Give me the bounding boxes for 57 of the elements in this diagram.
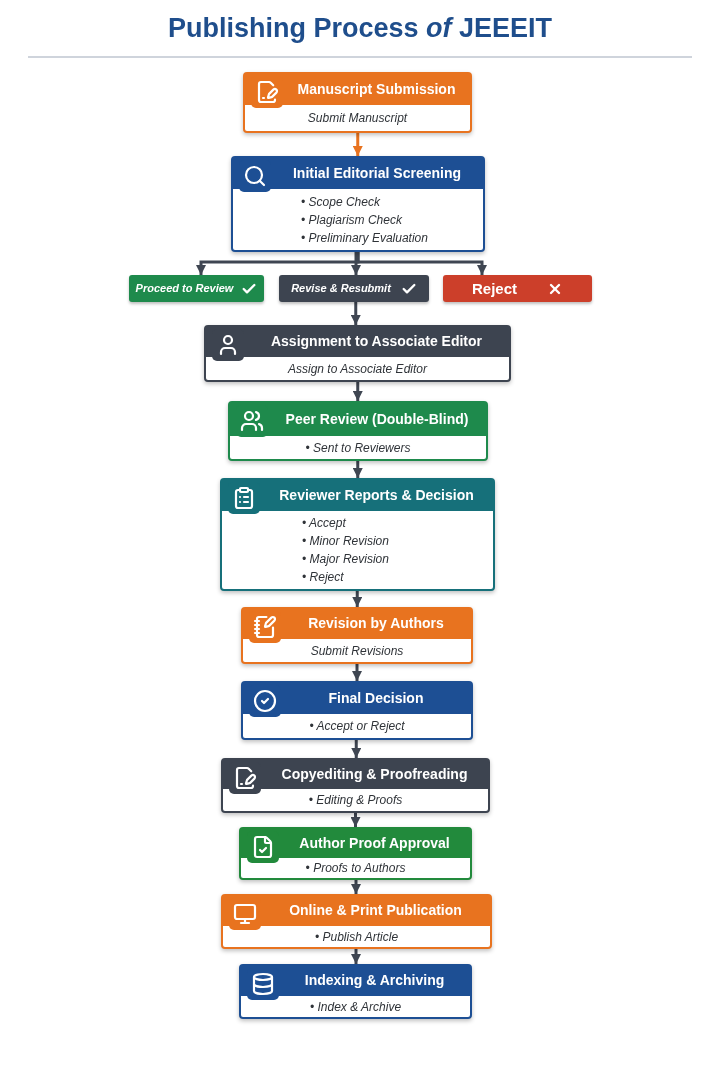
step-title: Online & Print Publication xyxy=(289,902,462,920)
process-box xyxy=(239,827,472,880)
process-box xyxy=(231,156,485,252)
body-text: • Index & Archive xyxy=(309,998,402,1016)
process-box xyxy=(220,478,495,591)
outcome-box xyxy=(129,275,264,302)
body-text: • Proofs to Authors xyxy=(305,860,406,877)
arrow xyxy=(352,664,362,681)
body-text: Submit Manuscript xyxy=(307,110,408,127)
step-title: Indexing & Archiving xyxy=(304,972,445,990)
step-title: Manuscript Submission xyxy=(297,80,456,99)
step-title: Final Decision xyxy=(328,689,424,708)
body-text: • Minor Revision xyxy=(302,533,389,550)
arrow xyxy=(351,949,361,964)
step-title: Assignment to Associate Editor xyxy=(270,333,483,351)
body-text: • Plagiarism Check xyxy=(301,211,402,229)
outcome-label: Reject xyxy=(472,281,517,296)
body-text: • Preliminary Evaluation xyxy=(301,229,428,247)
step-title: Revision by Authors xyxy=(308,615,444,633)
process-box xyxy=(228,401,488,461)
body-text: Assign to Associate Editor xyxy=(288,360,427,378)
step-title: Peer Review (Double-Blind) xyxy=(285,410,469,429)
body-text: • Editing & Proofs xyxy=(308,792,403,809)
process-box xyxy=(243,72,472,133)
arrow xyxy=(352,461,363,478)
body-text: • Accept or Reject xyxy=(309,718,405,735)
process-box xyxy=(239,964,472,1019)
body-text: • Publish Article xyxy=(314,928,399,946)
process-box xyxy=(221,758,490,813)
body-text: • Major Revision xyxy=(302,551,389,568)
arrow xyxy=(352,591,363,607)
outcome-label: Proceed to Review xyxy=(135,283,234,294)
outcome-box xyxy=(443,275,592,302)
arrow xyxy=(351,880,361,894)
arrow xyxy=(351,740,362,758)
process-box xyxy=(241,607,473,664)
arrow xyxy=(350,813,361,827)
body-text: • Accept xyxy=(302,515,346,532)
arrow xyxy=(352,133,363,156)
process-box xyxy=(221,894,492,949)
arrow xyxy=(351,252,361,275)
process-box xyxy=(241,681,473,740)
body-text: • Sent to Reviewers xyxy=(305,439,411,457)
body-text: • Scope Check xyxy=(301,193,380,211)
arrow xyxy=(352,382,363,401)
step-title: Author Proof Approval xyxy=(299,834,450,853)
body-text: • Reject xyxy=(302,569,344,586)
arrow xyxy=(356,252,487,275)
outcome-label: Revise & Resubmit xyxy=(291,283,391,294)
body-text: Submit Revisions xyxy=(310,642,404,660)
step-title: Initial Editorial Screening xyxy=(292,164,461,183)
arrow xyxy=(350,302,361,325)
outcome-box xyxy=(279,275,429,302)
title: Publishing Process of JEEEIT xyxy=(167,12,553,45)
step-title: Copyediting & Proofreading xyxy=(281,765,468,784)
process-box xyxy=(204,325,511,382)
step-title: Reviewer Reports & Decision xyxy=(279,486,474,505)
